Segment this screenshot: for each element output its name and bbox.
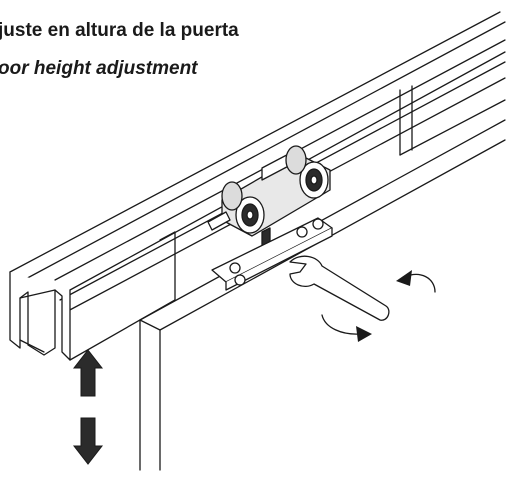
wheel-front [235, 196, 265, 234]
title-spanish: juste en altura de la puerta [0, 20, 239, 41]
roller-carriage [207, 145, 331, 237]
arrow-up-icon [72, 349, 104, 397]
wheel-front-2 [299, 161, 329, 199]
title-english: oor height adjustment [0, 58, 198, 79]
wheel-back [221, 181, 243, 211]
wrench-icon [289, 255, 390, 321]
rotate-cw-icon [321, 314, 372, 342]
rotate-ccw-icon [396, 270, 436, 293]
arrow-down-icon [72, 417, 104, 465]
mounting-plate [211, 217, 333, 291]
wheel-back-2 [285, 145, 307, 175]
